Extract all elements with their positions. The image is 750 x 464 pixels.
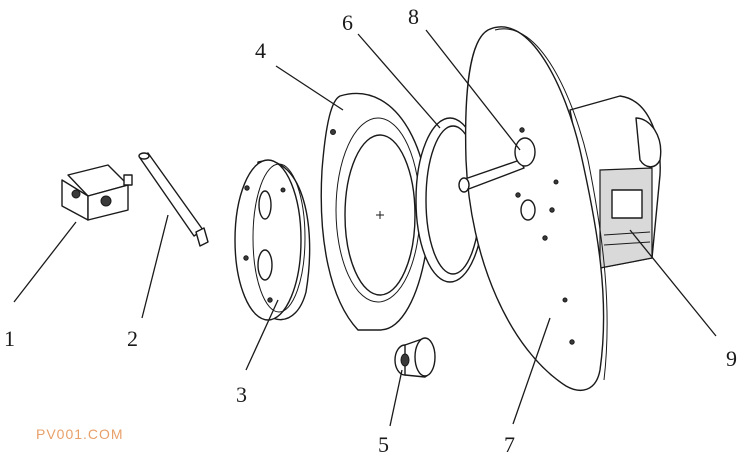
callout-6: 6 <box>342 10 353 35</box>
leader-3 <box>245 299 279 371</box>
part-8-shaft <box>458 137 536 193</box>
leader-5 <box>389 369 403 427</box>
part-1-block <box>61 164 133 221</box>
part-5-bushing <box>394 337 436 378</box>
callout-1: 1 <box>4 326 15 351</box>
leader-6 <box>357 33 441 129</box>
leader-2 <box>141 214 169 319</box>
callout-7: 7 <box>504 432 515 457</box>
part-7-mounting-plate <box>464 26 608 391</box>
callout-2: 2 <box>127 326 138 351</box>
callout-5: 5 <box>378 432 389 457</box>
part-3-pulley <box>234 159 311 321</box>
part-4-ring-plate <box>320 93 430 331</box>
callout-4: 4 <box>255 38 266 63</box>
callout-3: 3 <box>236 382 247 407</box>
part-2-pin <box>138 152 209 247</box>
watermark-text: PV001.COM <box>36 426 124 442</box>
leader-4 <box>275 65 344 111</box>
callout-8: 8 <box>408 4 419 29</box>
leader-8 <box>425 29 521 151</box>
callout-9: 9 <box>726 346 737 371</box>
leader-1 <box>13 221 77 303</box>
leader-7 <box>512 317 551 425</box>
leader-lines <box>13 29 717 427</box>
leader-9 <box>629 229 717 337</box>
